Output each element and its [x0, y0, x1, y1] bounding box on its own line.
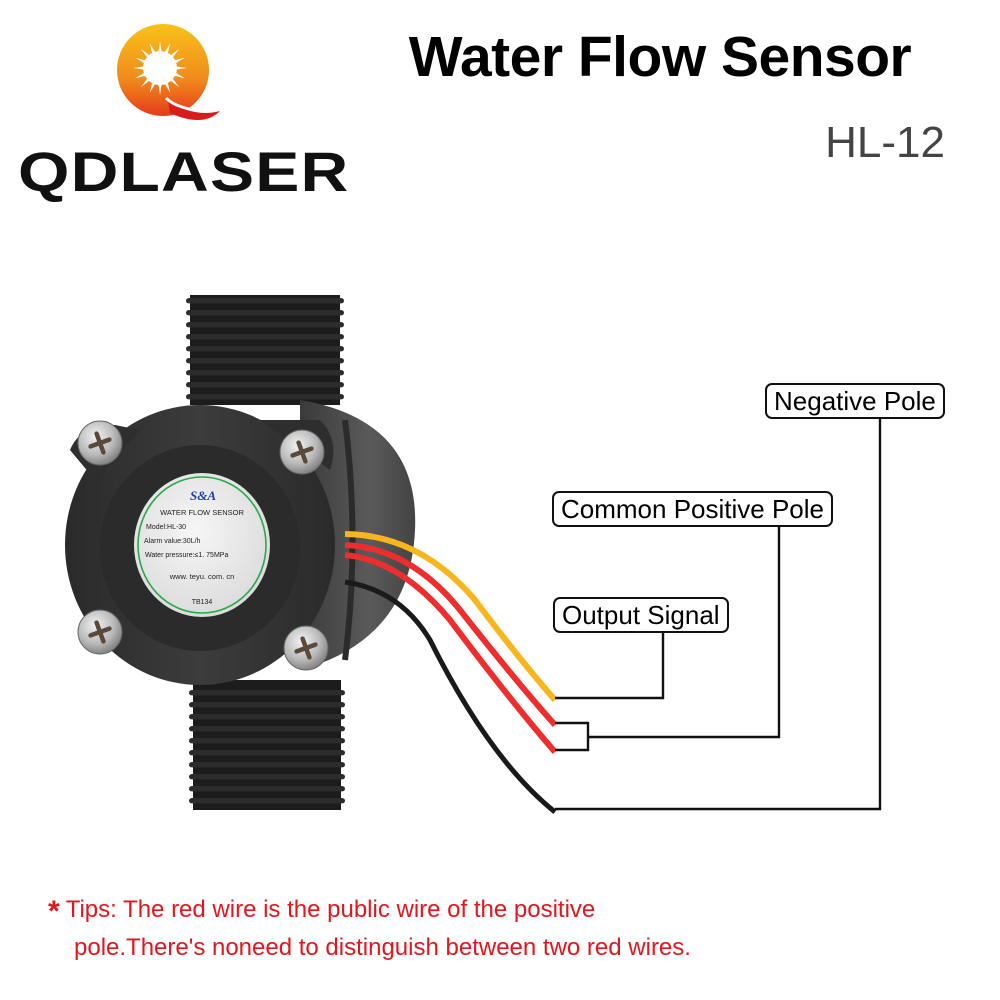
asterisk-icon: *: [48, 895, 60, 928]
leader-negative: [555, 419, 882, 811]
tips-note: *Tips: The red wire is the public wire o…: [48, 892, 691, 966]
sun-ray: [135, 57, 147, 64]
wire-positive-1: [344, 542, 558, 727]
thread-ridge: [189, 702, 345, 708]
label-code: TB134: [192, 599, 213, 606]
thread-ridge: [186, 298, 344, 304]
wire-negative: [344, 579, 557, 814]
thread-ridge: [189, 798, 345, 804]
thread-ridge: [186, 334, 344, 340]
brand-letter-d: D: [70, 140, 120, 203]
label-website: www. teyu. com. cn: [169, 572, 235, 581]
label-model: Model:HL-30: [146, 524, 186, 531]
thread-ridge: [189, 726, 345, 732]
bracket-red-wires: [555, 721, 590, 752]
label-pressure: Water pressure:≤1. 75MPa: [145, 552, 228, 559]
screw-icon: [77, 420, 123, 466]
thread-ridge: [186, 370, 344, 376]
thread-ridge: [186, 382, 344, 388]
sun-ray: [169, 77, 180, 88]
model-number: HL-12: [825, 118, 945, 167]
thread-ridge: [186, 358, 344, 364]
callout-common-positive-pole: Common Positive Pole: [552, 491, 833, 527]
thread-ridge: [186, 322, 344, 328]
wire-bundle: [344, 531, 558, 814]
bottom-thread: [189, 680, 345, 810]
brand-wordmark: QDLASER: [18, 142, 349, 202]
thread-ridge: [186, 310, 344, 316]
label-heading: WATER FLOW SENSOR: [160, 508, 244, 517]
sun-ray: [149, 43, 156, 55]
sun-ray: [140, 77, 151, 88]
sun-ray: [135, 72, 147, 79]
sun-in-q-icon: [117, 24, 220, 121]
wire-positive-2: [344, 552, 558, 754]
leader-lines: [555, 419, 882, 811]
tips-line-2: pole.There's noneed to distinguish betwe…: [74, 934, 691, 961]
brand-letters-laser: LASER: [119, 140, 350, 203]
sun-ray: [173, 72, 185, 79]
page-title: Water Flow Sensor: [408, 25, 912, 89]
sun-ray: [174, 66, 187, 70]
wire-signal: [344, 531, 558, 702]
callout-output-signal: Output Signal: [553, 597, 729, 633]
thread-ridge: [189, 762, 345, 768]
thread-ridge: [189, 786, 345, 792]
sun-ray: [169, 48, 180, 59]
thread-ridge: [189, 690, 345, 696]
sun-ray: [158, 41, 162, 54]
leader-common-positive: [588, 526, 781, 739]
thread-ridge: [186, 346, 344, 352]
sun-ray: [158, 82, 162, 95]
product-label: S&A WATER FLOW SENSOR Model:HL-30 Alarm …: [134, 473, 270, 617]
thread-ridge: [189, 774, 345, 780]
thread-ridge: [186, 394, 344, 400]
screw-icon: [279, 429, 325, 475]
sun-ray: [149, 81, 156, 93]
sun-ray: [173, 57, 185, 64]
thread-ridge: [189, 738, 345, 744]
tips-line-1: Tips: The red wire is the public wire of…: [65, 896, 596, 923]
thread-ridge: [189, 714, 345, 720]
sun-ray: [164, 81, 171, 93]
label-brand: S&A: [190, 488, 216, 503]
sun-ray: [133, 66, 146, 70]
sun-ray: [164, 43, 171, 55]
sun-ray: [140, 48, 151, 59]
thread-ridge: [189, 750, 345, 756]
top-thread: [186, 295, 344, 405]
screw-icon: [283, 625, 329, 671]
label-alarm: Alarm value:30L/h: [144, 538, 201, 545]
leader-output-signal: [555, 632, 665, 700]
callout-negative-pole: Negative Pole: [765, 383, 945, 419]
screw-icon: [77, 609, 123, 655]
brand-letter-q: Q: [18, 140, 71, 203]
